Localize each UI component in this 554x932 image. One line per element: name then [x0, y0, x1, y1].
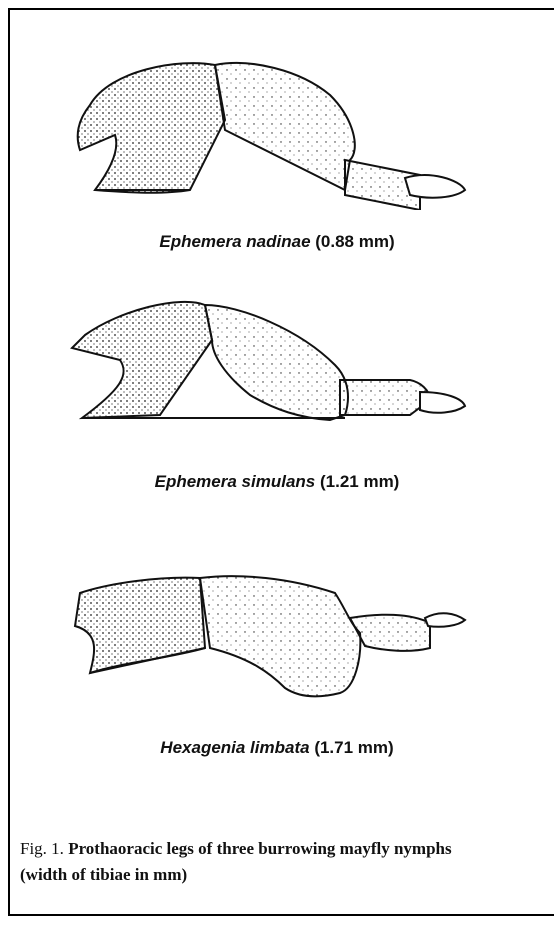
leg-illustration-ephemera-nadinae: [0, 40, 554, 210]
tarsus-shape: [350, 615, 430, 651]
species-name: Ephemera nadinae: [159, 232, 310, 251]
leg-illustration-ephemera-simulans: [0, 280, 554, 450]
femur-shape: [75, 578, 205, 673]
femur-shape: [78, 63, 225, 193]
femur-shape: [72, 302, 212, 418]
claw-shape: [425, 613, 465, 627]
figure-caption: Fig. 1. Prothaoracic legs of three burro…: [20, 836, 554, 888]
tibia-width: (1.21 mm): [320, 472, 399, 491]
species-name: Hexagenia limbata: [160, 738, 309, 757]
figure-caption-line1: Prothaoracic legs of three burrowing may…: [68, 839, 451, 858]
tarsus-shape: [340, 380, 430, 415]
figure-caption-line2: (width of tibiae in mm): [20, 865, 187, 884]
leg-illustration-hexagenia-limbata: [0, 548, 554, 718]
leg-drawing-1: [0, 40, 554, 210]
figure-label: Fig. 1.: [20, 839, 64, 858]
tibia-shape: [200, 576, 360, 696]
tibia-width: (1.71 mm): [314, 738, 393, 757]
caption-ephemera-simulans: Ephemera simulans (1.21 mm): [0, 472, 554, 492]
species-name: Ephemera simulans: [155, 472, 316, 491]
claw-shape: [405, 175, 465, 198]
leg-drawing-2: [0, 280, 554, 450]
caption-hexagenia-limbata: Hexagenia limbata (1.71 mm): [0, 738, 554, 758]
tibia-shape: [205, 305, 348, 420]
caption-ephemera-nadinae: Ephemera nadinae (0.88 mm): [0, 232, 554, 252]
claw-shape: [420, 392, 465, 413]
leg-drawing-3: [0, 548, 554, 718]
tibia-shape: [215, 63, 355, 190]
tibia-width: (0.88 mm): [315, 232, 394, 251]
